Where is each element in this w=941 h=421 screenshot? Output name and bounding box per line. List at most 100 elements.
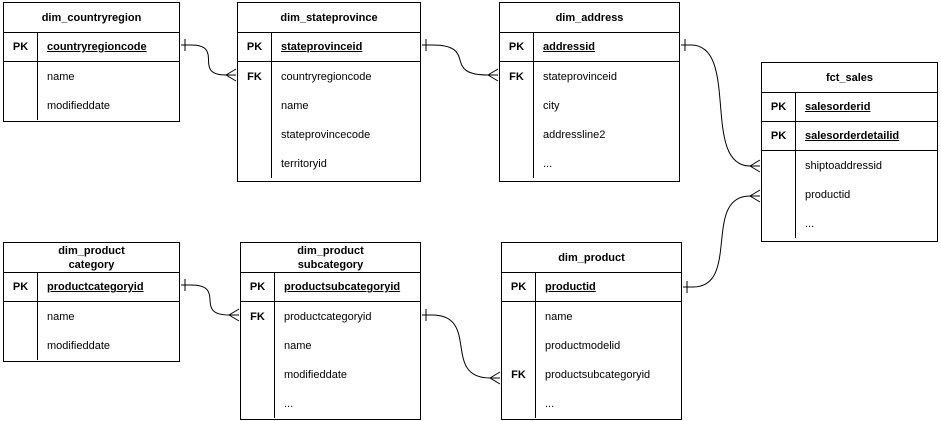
attribute-name[interactable]: modifieddate — [47, 339, 110, 352]
attribute-name[interactable]: productsubcategoryid — [545, 368, 651, 381]
key-indicator: PK — [4, 273, 38, 301]
relationship-line — [692, 195, 751, 288]
attribute-column: name productmodelid productsubcategoryid..… — [536, 302, 681, 418]
key-indicator: PK — [500, 33, 534, 61]
key-indicator: FK — [509, 70, 524, 83]
key-indicator — [762, 180, 795, 209]
attribute-name[interactable]: territoryid — [281, 157, 327, 170]
key-indicator — [241, 331, 274, 360]
attribute-name[interactable]: stateprovincecode — [281, 128, 371, 141]
attribute-name[interactable]: city — [543, 99, 560, 112]
attribute-block: shiptoaddressid productid... — [762, 151, 937, 238]
entity-title-dim_productsubcategory: dim_product subcategory — [241, 243, 420, 273]
attribute-name[interactable]: ... — [805, 217, 815, 230]
attribute-column: shiptoaddressid productid... — [796, 151, 937, 238]
attribute-name[interactable]: name — [545, 310, 573, 323]
key-column: FK — [502, 302, 536, 418]
relationship-line — [431, 44, 489, 76]
attribute-row[interactable]: PK addressid — [500, 33, 679, 62]
key-column — [4, 62, 38, 120]
key-column — [4, 302, 38, 360]
relationship-productcategory-to-subcategory — [181, 279, 240, 322]
attribute-name[interactable]: stateprovinceid — [543, 70, 617, 83]
attribute-column: name modifieddate — [38, 302, 179, 360]
key-indicator: PK — [762, 93, 796, 121]
attribute-name[interactable]: addressline2 — [543, 128, 606, 141]
key-indicator — [502, 389, 535, 418]
attribute-block: FK stateprovinceid city addressline2... — [500, 62, 679, 178]
entity-title-fct_sales: fct_sales — [762, 63, 937, 93]
relationship-countryregion-to-stateprovince — [181, 39, 237, 82]
attribute-block: name modifieddate — [4, 62, 179, 120]
attribute-name: salesorderdetailid — [805, 130, 900, 142]
attribute-name[interactable]: productmodelid — [545, 339, 621, 352]
attribute-name[interactable]: modifieddate — [284, 368, 347, 381]
attribute-name[interactable]: productid — [805, 188, 851, 201]
key-indicator — [4, 331, 37, 360]
cardinality-many-crowsfoot — [749, 189, 761, 203]
attribute-name: addressid — [543, 41, 595, 53]
attribute-name[interactable]: ... — [284, 397, 294, 410]
key-indicator — [762, 209, 795, 238]
cardinality-many-crowsfoot — [749, 159, 761, 173]
relationship-line — [431, 314, 491, 379]
entity-title-dim_stateprovince: dim_stateprovince — [238, 3, 420, 33]
attribute-column: productcategoryid name modifieddate... — [275, 302, 420, 418]
relationship-product-to-sales — [683, 189, 761, 293]
attribute-name[interactable]: productcategoryid — [284, 310, 372, 323]
relationship-line — [190, 284, 230, 316]
attribute-row[interactable]: PK productcategoryid — [4, 273, 179, 302]
cardinality-many-crowsfoot — [225, 68, 237, 82]
attribute-name[interactable]: name — [47, 70, 75, 83]
attribute-name[interactable]: name — [281, 99, 309, 112]
entity-title-dim_product: dim_product — [502, 243, 681, 273]
key-indicator: PK — [238, 33, 272, 61]
attribute-name[interactable]: ... — [543, 157, 553, 170]
key-indicator — [502, 331, 535, 360]
key-indicator: PK — [241, 273, 275, 301]
attribute-block: FK countryregioncode name stateprovincecode… — [238, 62, 420, 178]
key-indicator: FK — [511, 368, 526, 381]
attribute-block: name modifieddate — [4, 302, 179, 360]
cardinality-many-crowsfoot — [228, 308, 240, 322]
key-indicator — [500, 149, 533, 178]
attribute-name[interactable]: name — [47, 310, 75, 323]
cardinality-many-crowsfoot — [487, 68, 499, 82]
key-indicator — [241, 389, 274, 418]
key-column: FK — [238, 62, 272, 178]
attribute-name[interactable]: countryregioncode — [281, 70, 372, 83]
relationship-address-to-sales — [681, 39, 761, 173]
key-indicator: PK — [4, 33, 38, 61]
attribute-name[interactable]: ... — [545, 397, 555, 410]
attribute-name: salesorderid — [805, 101, 871, 113]
attribute-row[interactable]: PK salesorderid — [762, 93, 937, 122]
key-indicator: FK — [247, 70, 262, 83]
attribute-name[interactable]: modifieddate — [47, 99, 110, 112]
key-indicator — [502, 302, 535, 331]
relationship-line — [690, 44, 751, 167]
attribute-row[interactable]: PK stateprovinceid — [238, 33, 420, 62]
attribute-name[interactable]: shiptoaddressid — [805, 159, 883, 172]
attribute-name: stateprovinceid — [281, 41, 363, 53]
cardinality-many-crowsfoot — [489, 371, 501, 385]
key-indicator — [4, 91, 37, 120]
entity-title-dim_countryregion: dim_countryregion — [4, 3, 179, 33]
attribute-name: productsubcategoryid — [284, 281, 401, 293]
key-column — [762, 151, 796, 238]
attribute-column: countryregioncode name stateprovincecode te… — [272, 62, 420, 178]
attribute-column: stateprovinceid city addressline2... — [534, 62, 679, 178]
attribute-row[interactable]: PK productsubcategoryid — [241, 273, 420, 302]
attribute-name: productcategoryid — [47, 281, 144, 293]
attribute-name[interactable]: name — [284, 339, 312, 352]
